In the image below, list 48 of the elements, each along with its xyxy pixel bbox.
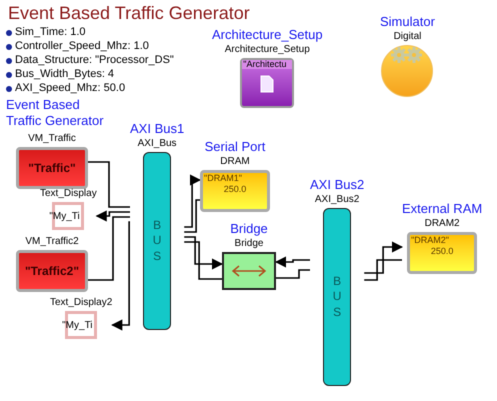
bus-label: BUS <box>152 218 162 264</box>
block-name: Text_Display <box>40 187 97 200</box>
block-name: VM_Traffic2 <box>25 235 79 248</box>
block-name: Bridge <box>234 237 264 250</box>
block-value: "Traffic2" <box>24 263 80 280</box>
parameter-text: Data_Structure: "Processor_DS" <box>15 54 174 67</box>
block-name: AXI_Bus2 <box>314 193 360 206</box>
parameter-text: Controller_Speed_Mhz: 1.0 <box>15 40 149 53</box>
block-heading: AXI Bus1 <box>130 120 184 137</box>
group-heading: Event Based Traffic Generator <box>6 97 105 129</box>
block-name: DRAM2 <box>424 217 460 230</box>
block-name: AXI_Bus <box>138 137 177 150</box>
connector-line <box>184 241 222 280</box>
parameter-text: Bus_Width_Bytes: 4 <box>15 68 114 81</box>
connector-line <box>364 259 402 281</box>
connector-line <box>111 221 130 331</box>
connector-line <box>184 174 202 228</box>
bus-label: BUS <box>332 274 342 320</box>
connector-line <box>88 216 130 281</box>
display-value: "My_Ti <box>62 318 93 332</box>
block-heading: Simulator <box>380 13 435 30</box>
connector-line <box>88 161 130 208</box>
connector-line <box>276 269 310 279</box>
connector-line <box>364 241 404 274</box>
connector-line <box>184 236 224 270</box>
block-value: 250.0 <box>224 184 246 196</box>
block-value: 250.0 <box>430 246 454 258</box>
title: Event Based Traffic Generator <box>8 2 250 24</box>
block-heading: External RAM <box>402 200 482 217</box>
block-value: "DRAM2" <box>410 235 450 246</box>
parameter-text: Sim_Time: 1.0 <box>15 26 86 39</box>
parameter-text: AXI_Speed_Mhz: 50.0 <box>15 82 126 95</box>
connector-line <box>96 210 130 222</box>
block-name: DRAM <box>220 155 250 168</box>
block-heading: AXI Bus2 <box>310 176 364 193</box>
connector-line <box>274 256 310 268</box>
block-name: VM_Traffic <box>28 132 76 145</box>
block-heading: Serial Port <box>204 138 266 155</box>
block-value: "Architectu <box>242 60 292 69</box>
block-name: Digital <box>394 30 422 43</box>
block-heading: Bridge <box>230 220 268 237</box>
block-name: Text_Display2 <box>50 296 112 309</box>
block-name: Architecture_Setup <box>224 43 310 56</box>
block-value: "DRAM1" <box>203 173 243 184</box>
connector-line <box>184 199 200 233</box>
block-value: "Traffic" <box>28 160 76 177</box>
block-heading: Architecture_Setup <box>212 26 323 43</box>
display-value: "My_Ti <box>49 210 80 224</box>
